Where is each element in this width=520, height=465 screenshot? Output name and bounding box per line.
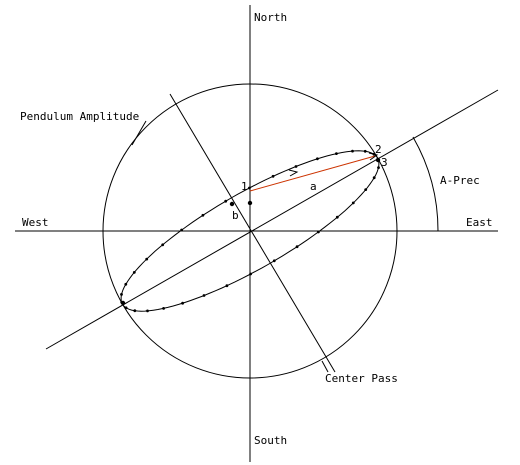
trace-dot xyxy=(202,294,206,297)
trace-dot xyxy=(335,215,339,219)
trace-dot xyxy=(294,165,298,168)
trace-dot xyxy=(161,243,165,247)
trace-dot xyxy=(225,284,229,288)
trace-dot xyxy=(124,306,128,310)
ellipse-trace-dots xyxy=(120,149,381,313)
trace-dot xyxy=(181,301,185,305)
a-prec-label: A-Prec xyxy=(440,174,480,187)
pendulum-amplitude-label: Pendulum Amplitude xyxy=(20,110,139,123)
trace-dot xyxy=(124,282,128,286)
point-1-label: 1 xyxy=(241,180,248,193)
trace-dot xyxy=(372,176,376,180)
trace-dot xyxy=(316,157,319,161)
trace-dot xyxy=(351,201,355,205)
trace-dot xyxy=(363,149,367,153)
precession-angle-arc xyxy=(412,136,439,232)
center-pass-line xyxy=(169,93,336,373)
west-label: West xyxy=(22,216,49,229)
trace-dot xyxy=(180,228,184,232)
trace-dot xyxy=(249,272,253,276)
point-2-label: 2 xyxy=(375,143,382,156)
trace-dot xyxy=(377,166,380,170)
north-label: North xyxy=(254,11,287,24)
trace-dot xyxy=(364,188,368,192)
segment-1-to-2 xyxy=(249,155,376,192)
point-3-label: 3 xyxy=(381,156,388,169)
semi-minor-label: b xyxy=(232,209,239,222)
direction-arrow-icon xyxy=(288,169,299,177)
trace-dot xyxy=(145,257,149,261)
trace-dot xyxy=(133,309,137,313)
trace-dot xyxy=(335,152,338,156)
pendulum-amplitude-leader xyxy=(131,120,147,146)
south-label: South xyxy=(254,434,287,447)
pendulum-amplitude-circle xyxy=(102,83,398,379)
trace-dot xyxy=(351,149,354,153)
key-point-dot xyxy=(229,201,235,207)
major-axis-line xyxy=(45,89,499,350)
direction-arrow-icon xyxy=(368,152,379,161)
semi-major-label: a xyxy=(310,180,317,193)
east-label: East xyxy=(466,216,493,229)
trace-dot xyxy=(317,230,320,234)
center-pass-label: Center Pass xyxy=(325,372,398,385)
trace-dot xyxy=(224,199,228,203)
trace-dot xyxy=(295,245,299,249)
trace-dot xyxy=(201,213,205,217)
trace-dot xyxy=(120,293,123,296)
trace-dot xyxy=(272,259,276,263)
key-point-dot xyxy=(247,200,253,206)
trace-dot xyxy=(162,307,166,310)
trace-dot xyxy=(248,186,251,190)
key-point-dot xyxy=(120,300,126,306)
trace-dot xyxy=(271,174,275,178)
trace-dot xyxy=(146,309,149,313)
trace-dot xyxy=(132,271,136,274)
center-pass-leader xyxy=(321,360,329,373)
key-point-dot xyxy=(375,157,381,163)
